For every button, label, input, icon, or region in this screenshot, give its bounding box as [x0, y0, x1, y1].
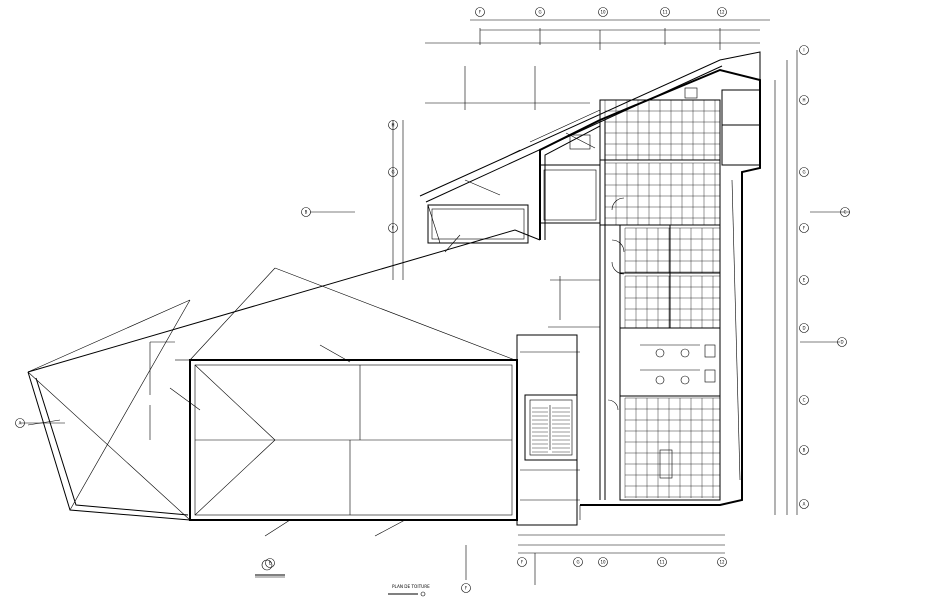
stair-core — [524, 394, 578, 461]
row-bubble-right-I: I — [799, 45, 809, 55]
column-bubble-top-10: 10 — [598, 7, 608, 17]
svg-text:D: D — [840, 339, 843, 344]
svg-text:A: A — [803, 501, 806, 506]
svg-text:10: 10 — [600, 9, 606, 14]
column-bubble-top-12: 12 — [717, 7, 727, 17]
roof-outline — [27, 229, 541, 521]
svg-text:C: C — [803, 397, 806, 402]
column-bubble-bottom-12: 12 — [717, 557, 727, 567]
svg-text:A: A — [19, 420, 22, 425]
column-bubble-top-G: G — [535, 7, 545, 17]
tiled-rooms — [604, 99, 720, 498]
svg-text:F: F — [521, 559, 524, 564]
section-marker-D: D — [837, 337, 847, 347]
upper-rooms — [539, 87, 761, 226]
svg-text:E: E — [803, 277, 806, 282]
row-bubble-left-H: H — [388, 120, 398, 130]
svg-text:H: H — [802, 97, 805, 102]
column-bubble-bottom-F: F — [517, 557, 527, 567]
svg-text:D: D — [802, 325, 805, 330]
roof-slab — [169, 344, 518, 537]
svg-text:G: G — [538, 9, 541, 14]
row-bubble-left-F: F — [388, 223, 398, 233]
column-bubble-bottom-G: G — [573, 557, 583, 567]
svg-text:12: 12 — [719, 559, 725, 564]
svg-text:E: E — [269, 560, 272, 565]
row-bubble-right-F: F — [799, 223, 809, 233]
column-bubble-top-11: 11 — [660, 7, 670, 17]
svg-text:C: C — [844, 209, 847, 214]
svg-text:F: F — [479, 9, 482, 14]
section-marker-A: A — [15, 418, 25, 428]
row-bubble-right-A: A — [799, 499, 809, 509]
svg-text:H: H — [391, 122, 394, 127]
drawing-title: PLAN DE TOITURE — [392, 584, 430, 589]
svg-text:G: G — [391, 169, 394, 174]
left-dimensions — [20, 120, 600, 424]
building-block — [516, 68, 761, 526]
row-bubble-right-H: H — [799, 95, 809, 105]
svg-text:12: 12 — [719, 9, 725, 14]
section-marker-E: E — [265, 558, 275, 568]
section-marker-F: F — [461, 583, 471, 593]
section-marker-C: C — [840, 207, 850, 217]
balcony — [427, 204, 529, 253]
svg-text:11: 11 — [662, 9, 668, 14]
svg-text:11: 11 — [659, 559, 665, 564]
svg-text:G: G — [576, 559, 579, 564]
row-bubble-right-E: E — [799, 275, 809, 285]
svg-text:F: F — [803, 225, 806, 230]
svg-text:F: F — [392, 225, 395, 230]
section-marker-B: B — [301, 207, 311, 217]
drawing-title-block: PLAN DE TOITURE — [255, 559, 430, 597]
column-bubble-bottom-10: 10 — [598, 557, 608, 567]
right-dimensions — [774, 50, 850, 515]
svg-text:F: F — [465, 585, 468, 590]
svg-text:B: B — [305, 209, 308, 214]
svg-text:G: G — [802, 169, 805, 174]
svg-text:B: B — [803, 447, 806, 452]
column-bubble-bottom-11: 11 — [657, 557, 667, 567]
svg-text:10: 10 — [600, 559, 606, 564]
room-walls — [607, 179, 741, 501]
row-bubble-right-B: B — [799, 445, 809, 455]
top-dimensions — [425, 19, 770, 110]
column-bubble-top-F: F — [475, 7, 485, 17]
bottom-dimensions — [465, 534, 725, 585]
row-bubble-right-G: G — [799, 167, 809, 177]
row-bubble-right-D: D — [799, 323, 809, 333]
row-bubble-right-C: C — [799, 395, 809, 405]
svg-text:I: I — [803, 47, 804, 52]
row-bubble-left-G: G — [388, 167, 398, 177]
